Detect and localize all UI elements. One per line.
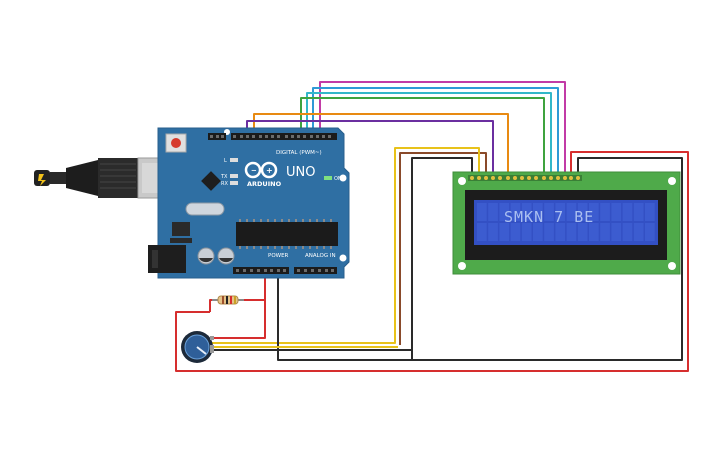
- mounting-hole: [668, 262, 676, 270]
- rx-label: RX: [221, 181, 228, 187]
- wire-black-lcd-right[interactable]: [412, 157, 683, 361]
- mounting-hole: [339, 174, 347, 182]
- led-tx: [230, 174, 238, 178]
- wire-brown-lcd[interactable]: [399, 152, 487, 345]
- lcd-cell: [645, 203, 655, 221]
- lcd-cell: [544, 203, 554, 221]
- wire-magenta[interactable]: [319, 81, 566, 177]
- lcd-cell: [577, 223, 588, 241]
- wire-red-pot[interactable]: [212, 300, 266, 339]
- potentiometer-knob-indicator: [196, 346, 207, 355]
- svg-text:−: −: [251, 167, 257, 175]
- digital-header-pins[interactable]: [210, 135, 331, 138]
- lcd-pin-header[interactable]: [468, 175, 582, 181]
- power-analog-pins[interactable]: [236, 269, 334, 272]
- lcd-cell: [488, 223, 498, 241]
- led-l: [230, 158, 238, 162]
- lcd-cell: [510, 203, 521, 221]
- lcd-cell: [566, 223, 577, 241]
- mounting-hole: [668, 177, 676, 185]
- wire-yellow-contrast[interactable]: [200, 147, 480, 344]
- arduino-model-label: UNO: [286, 165, 315, 180]
- lcd-cell: [645, 223, 655, 241]
- lcd-cell: [589, 203, 599, 221]
- lightning-icon: [38, 174, 46, 186]
- reset-button-cap[interactable]: [171, 138, 181, 148]
- mounting-hole: [458, 262, 466, 270]
- lcd-display-text: SMKN 7 BE: [504, 208, 594, 226]
- on-label: ON: [334, 176, 342, 182]
- wire-red-resistor[interactable]: [209, 299, 216, 312]
- usb-chip: [201, 171, 221, 191]
- power-label: POWER: [268, 253, 289, 259]
- lcd-cell: [499, 203, 510, 221]
- lcd-cell: [533, 223, 543, 241]
- usb-cable[interactable]: [34, 157, 187, 199]
- lcd-cell: [600, 203, 610, 221]
- crystal-oscillator: [185, 202, 225, 216]
- svg-text:+: +: [266, 166, 273, 175]
- wire-red-lcd-right[interactable]: [175, 151, 689, 372]
- potentiometer[interactable]: [181, 331, 214, 363]
- lcd-cell: [622, 223, 633, 241]
- mounting-hole: [458, 177, 466, 185]
- lcd-cell: [566, 203, 577, 221]
- arduino-brand-label: ARDUINO: [247, 180, 282, 188]
- lcd-16x2[interactable]: SMKN 7 BE: [452, 171, 681, 275]
- lcd-cell: [510, 223, 521, 241]
- lcd-cell: [477, 203, 487, 221]
- lcd-cell: [577, 203, 588, 221]
- led-on: [324, 176, 332, 180]
- analog-header: [294, 267, 337, 274]
- lcd-cell: [555, 203, 566, 221]
- lcd-cell: [600, 223, 610, 241]
- lcd-cell: [555, 223, 566, 241]
- tx-label: TX: [220, 174, 228, 180]
- lcd-cell: [521, 203, 532, 221]
- atmega-chip: [236, 222, 338, 246]
- arduino-infinity-logo: [244, 161, 278, 179]
- wire-black-lcd-left[interactable]: [277, 157, 473, 361]
- lcd-cell: [488, 203, 498, 221]
- wire-green[interactable]: [300, 97, 545, 177]
- lcd-cell: [544, 223, 554, 241]
- l-label: L: [224, 158, 227, 164]
- lcd-cell: [611, 203, 622, 221]
- analog-label: ANALOG IN: [305, 253, 336, 259]
- lcd-cell: [622, 203, 633, 221]
- lcd-character-grid: [477, 203, 655, 241]
- lcd-cell: [521, 223, 532, 241]
- lcd-cell: [633, 203, 644, 221]
- lcd-cell: [499, 223, 510, 241]
- arduino-uno-board[interactable]: DIGITAL (PWM~) L TX RX ON − + ARDUINO UN…: [148, 127, 350, 279]
- mounting-hole: [339, 254, 347, 262]
- lcd-cell: [533, 203, 543, 221]
- power-header: [233, 267, 289, 274]
- digital-header-right: [231, 133, 337, 140]
- wire-blue[interactable]: [312, 87, 559, 177]
- lcd-cell: [589, 223, 599, 241]
- wire-orange[interactable]: [253, 113, 509, 177]
- digital-label: DIGITAL (PWM~): [276, 150, 322, 156]
- lcd-cell: [633, 223, 644, 241]
- lcd-cell: [611, 223, 622, 241]
- voltage-regulator: [172, 222, 190, 236]
- led-rx: [230, 181, 238, 185]
- lcd-cell: [477, 223, 487, 241]
- resistor[interactable]: [212, 295, 244, 305]
